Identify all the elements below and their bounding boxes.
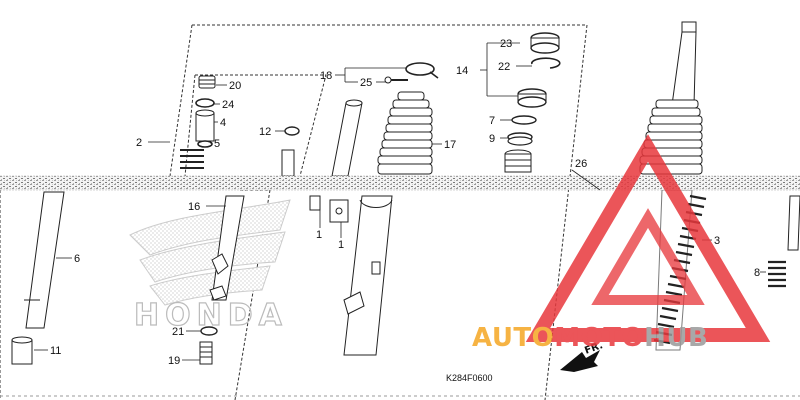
callout-26: 26 (575, 158, 587, 170)
rod-right-edge (787, 195, 800, 251)
watermark-hub: HUB (644, 323, 708, 353)
screw-25 (384, 76, 408, 84)
noise-band (0, 176, 800, 190)
callouts: 23 22 14 20 18 25 24 7 4 12 2 5 17 9 26 … (50, 38, 760, 367)
watermark-triangle-inner (591, 208, 705, 305)
callout-23: 23 (500, 38, 512, 50)
fork-bolt-20 (198, 75, 216, 89)
callout-1a: 1 (316, 229, 322, 241)
washer-21 (200, 326, 218, 336)
callout-22: 22 (498, 61, 510, 73)
o-ring-24 (195, 98, 215, 108)
callout-3: 3 (714, 235, 720, 247)
damper-rod-16 (209, 195, 245, 301)
honda-wing-logo: HONDA (129, 199, 291, 334)
spring-8 (768, 260, 786, 288)
fork-inner-tube-top (345, 99, 363, 107)
callout-20: 20 (229, 80, 241, 92)
diagram-part-code: K284F0600 (446, 373, 493, 383)
slider-bushing (504, 149, 532, 173)
bracket-1b (329, 199, 349, 223)
callout-2: 2 (136, 137, 142, 149)
callout-19: 19 (168, 355, 180, 367)
callout-24: 24 (222, 99, 234, 111)
automotohub-watermark: AUTOMOTOHUB (472, 134, 771, 353)
callout-12: 12 (259, 126, 271, 138)
fork-inner-tube (331, 102, 363, 177)
dust-boot-17 (377, 91, 433, 175)
watermark-auto: AUTO (472, 323, 554, 353)
callout-11: 11 (50, 345, 61, 357)
callout-1b: 1 (338, 239, 344, 251)
spacer-4 (195, 109, 215, 142)
bracket-1a (309, 195, 321, 211)
callout-7: 7 (489, 115, 495, 127)
callout-25: 25 (360, 77, 372, 89)
callout-16: 16 (188, 201, 200, 213)
boot-clamp-18 (405, 62, 439, 79)
callout-9: 9 (489, 133, 495, 145)
watermark-text: AUTOMOTOHUB (472, 323, 708, 353)
oil-seal-14 (517, 88, 547, 108)
stopper-ring-22 (531, 57, 561, 69)
dust-seal-23 (530, 32, 560, 54)
fork-pipe-6 (24, 191, 65, 329)
callout-5: 5 (214, 138, 220, 150)
bushing-11 (11, 336, 33, 365)
collar-tube (281, 149, 295, 177)
watermark-moto: MOTO (554, 323, 644, 353)
seat-5 (197, 140, 213, 148)
callout-6: 6 (74, 253, 80, 265)
bolt-19 (199, 341, 213, 365)
back-up-ring-7 (511, 115, 537, 125)
callout-4: 4 (220, 117, 226, 129)
watermark-triangle-mark (525, 134, 771, 342)
callout-18: 18 (320, 70, 332, 82)
leader-lines (34, 42, 766, 361)
callout-17: 17 (444, 139, 456, 151)
callout-8: 8 (754, 267, 760, 279)
spring-top-2 (180, 149, 204, 169)
callout-14: 14 (456, 65, 468, 77)
bottom-case (343, 195, 393, 356)
cap-12 (284, 126, 300, 136)
callout-21: 21 (172, 326, 184, 338)
guide-bushing-9 (507, 132, 533, 146)
